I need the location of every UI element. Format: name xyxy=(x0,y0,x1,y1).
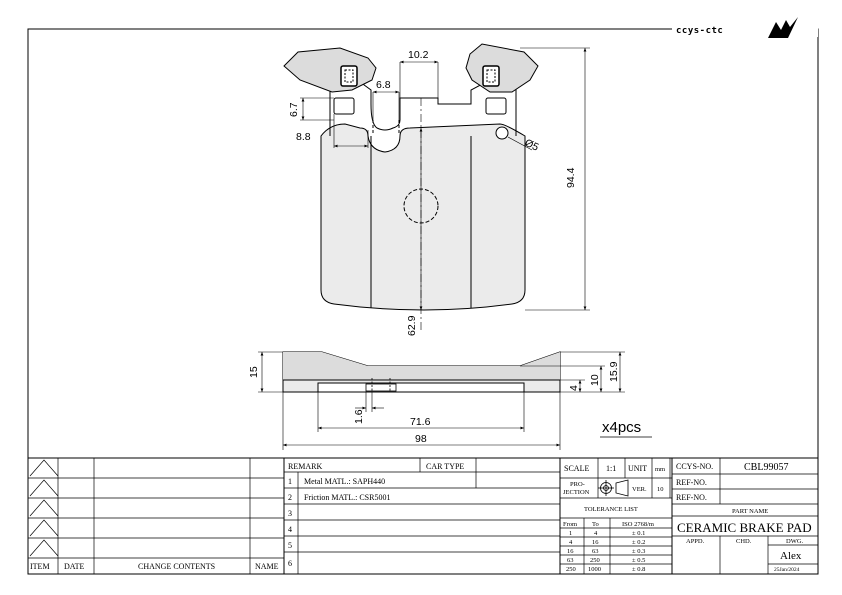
remark-row-1-text: Metal MATL.: SAPH440 xyxy=(304,477,385,486)
quantity-note: x4pcs xyxy=(602,419,641,436)
tol-row-5-to: 1000 xyxy=(588,566,601,573)
tol-row-2-from: 4 xyxy=(569,539,573,546)
side-view xyxy=(282,351,561,393)
tol-row-3-from: 16 xyxy=(567,548,574,555)
ref-no-label-1: REF-NO. xyxy=(676,478,707,487)
remark-row-1-no: 1 xyxy=(288,477,292,486)
projection-symbol-icon xyxy=(598,479,629,497)
tol-header-iso: ISO 2768/m xyxy=(622,521,654,528)
tol-row-2-tol: ± 0.2 xyxy=(632,539,645,546)
projection-label-1: PRO- xyxy=(570,481,585,488)
right-window xyxy=(485,97,507,115)
tol-row-5-from: 250 xyxy=(566,566,576,573)
ccys-no-value: CBL99057 xyxy=(744,462,788,473)
logo-mark-icon xyxy=(768,17,798,38)
side-pad-friction xyxy=(283,352,560,380)
dim-10-2: 10.2 xyxy=(408,49,429,61)
rev-header-date: DATE xyxy=(64,562,85,571)
scale-label: SCALE xyxy=(564,464,589,473)
tol-row-4-tol: ± 0.5 xyxy=(632,557,645,564)
car-type-header: CAR TYPE xyxy=(426,462,464,471)
rev-triangle-3 xyxy=(29,499,59,517)
rev-triangle-4 xyxy=(29,519,59,537)
side-clip xyxy=(365,378,397,392)
dim-hole-dia: Ø5 xyxy=(523,137,541,154)
tol-row-1-tol: ± 0.1 xyxy=(632,530,645,537)
tol-row-5-tol: ± 0.8 xyxy=(632,566,645,573)
chd-label: CHD. xyxy=(736,538,752,545)
left-ear xyxy=(283,47,377,93)
dim-8-8: 8.8 xyxy=(296,131,311,143)
dwg-label: DWG. xyxy=(786,538,804,545)
tol-row-3-tol: ± 0.3 xyxy=(632,548,645,555)
tol-row-1-from: 1 xyxy=(569,530,572,537)
dim-15-9: 15.9 xyxy=(608,361,620,382)
dim-4: 4 xyxy=(568,385,580,391)
remark-row-5-no: 5 xyxy=(288,541,292,550)
logo-text: ccys-ctc xyxy=(676,26,723,36)
rev-triangle-2 xyxy=(29,479,59,497)
tol-row-4-from: 63 xyxy=(567,557,574,564)
scale-value: 1:1 xyxy=(606,464,616,473)
rev-header-item: ITEM xyxy=(30,562,50,571)
tolerance-rows: 1 4 ± 0.1 4 16 ± 0.2 16 63 ± 0.3 63 250 … xyxy=(566,530,645,573)
backing-plate-outline xyxy=(329,81,517,136)
tol-row-4-to: 250 xyxy=(590,557,600,564)
remark-header: REMARK xyxy=(288,462,322,471)
remark-row-4-no: 4 xyxy=(288,525,292,534)
tol-row-1-to: 4 xyxy=(594,530,598,537)
tolerance-title: TOLERANCE LIST xyxy=(584,506,638,513)
sheet-border xyxy=(27,28,819,575)
rev-header-contents: CHANGE CONTENTS xyxy=(138,562,215,571)
tol-header-to: To xyxy=(592,521,599,528)
right-ear-slot xyxy=(482,65,500,87)
left-ear-slot xyxy=(340,65,358,87)
remark-row-6-no: 6 xyxy=(288,559,292,568)
dim-10: 10 xyxy=(589,374,601,386)
part-name-label: PART NAME xyxy=(732,508,768,515)
dim-15: 15 xyxy=(248,366,260,378)
dim-6-8: 6.8 xyxy=(376,79,391,91)
dim-98: 98 xyxy=(415,433,427,445)
appd-label: APPD. xyxy=(686,538,705,545)
dim-62-9: 62.9 xyxy=(406,315,418,336)
projection-label-2: JECTION xyxy=(563,489,590,496)
brand-logo: ccys-ctc xyxy=(672,17,818,38)
ref-no-label-2: REF-NO. xyxy=(676,493,707,502)
title-block-grid xyxy=(28,457,818,574)
rev-header-name: NAME xyxy=(255,562,279,571)
right-ear xyxy=(465,43,539,93)
mounting-hole xyxy=(495,126,509,140)
ver-value: 10 xyxy=(657,486,664,493)
remark-row-2-no: 2 xyxy=(288,493,292,502)
rev-triangle-1 xyxy=(29,459,59,477)
dwg-name: Alex xyxy=(780,550,802,562)
tol-header-from: From xyxy=(563,521,577,528)
dim-6-7: 6.7 xyxy=(288,102,300,117)
dim-94-4: 94.4 xyxy=(565,167,577,188)
unit-value: mm xyxy=(655,466,665,473)
tol-row-2-to: 16 xyxy=(592,539,599,546)
dim-71-6: 71.6 xyxy=(410,416,431,428)
side-dimensions xyxy=(258,351,625,450)
rev-triangle-5 xyxy=(29,539,59,557)
ver-label: VER. xyxy=(632,486,647,493)
front-dimensions xyxy=(300,47,590,311)
remark-row-2-text: Friction MATL.: CSR5001 xyxy=(304,493,390,502)
remark-row-3-no: 3 xyxy=(288,509,292,518)
side-backing-plate xyxy=(317,382,525,393)
dwg-date: 25Jan/2024 xyxy=(774,567,800,573)
dim-1-6: 1.6 xyxy=(353,409,365,424)
pad-outline xyxy=(320,123,526,311)
unit-label: UNIT xyxy=(628,464,647,473)
part-name-value: CERAMIC BRAKE PAD xyxy=(677,520,812,535)
ccys-no-label: CCYS-NO. xyxy=(676,462,713,471)
tol-row-3-to: 63 xyxy=(592,548,599,555)
left-window xyxy=(333,97,355,115)
front-view xyxy=(283,43,539,330)
